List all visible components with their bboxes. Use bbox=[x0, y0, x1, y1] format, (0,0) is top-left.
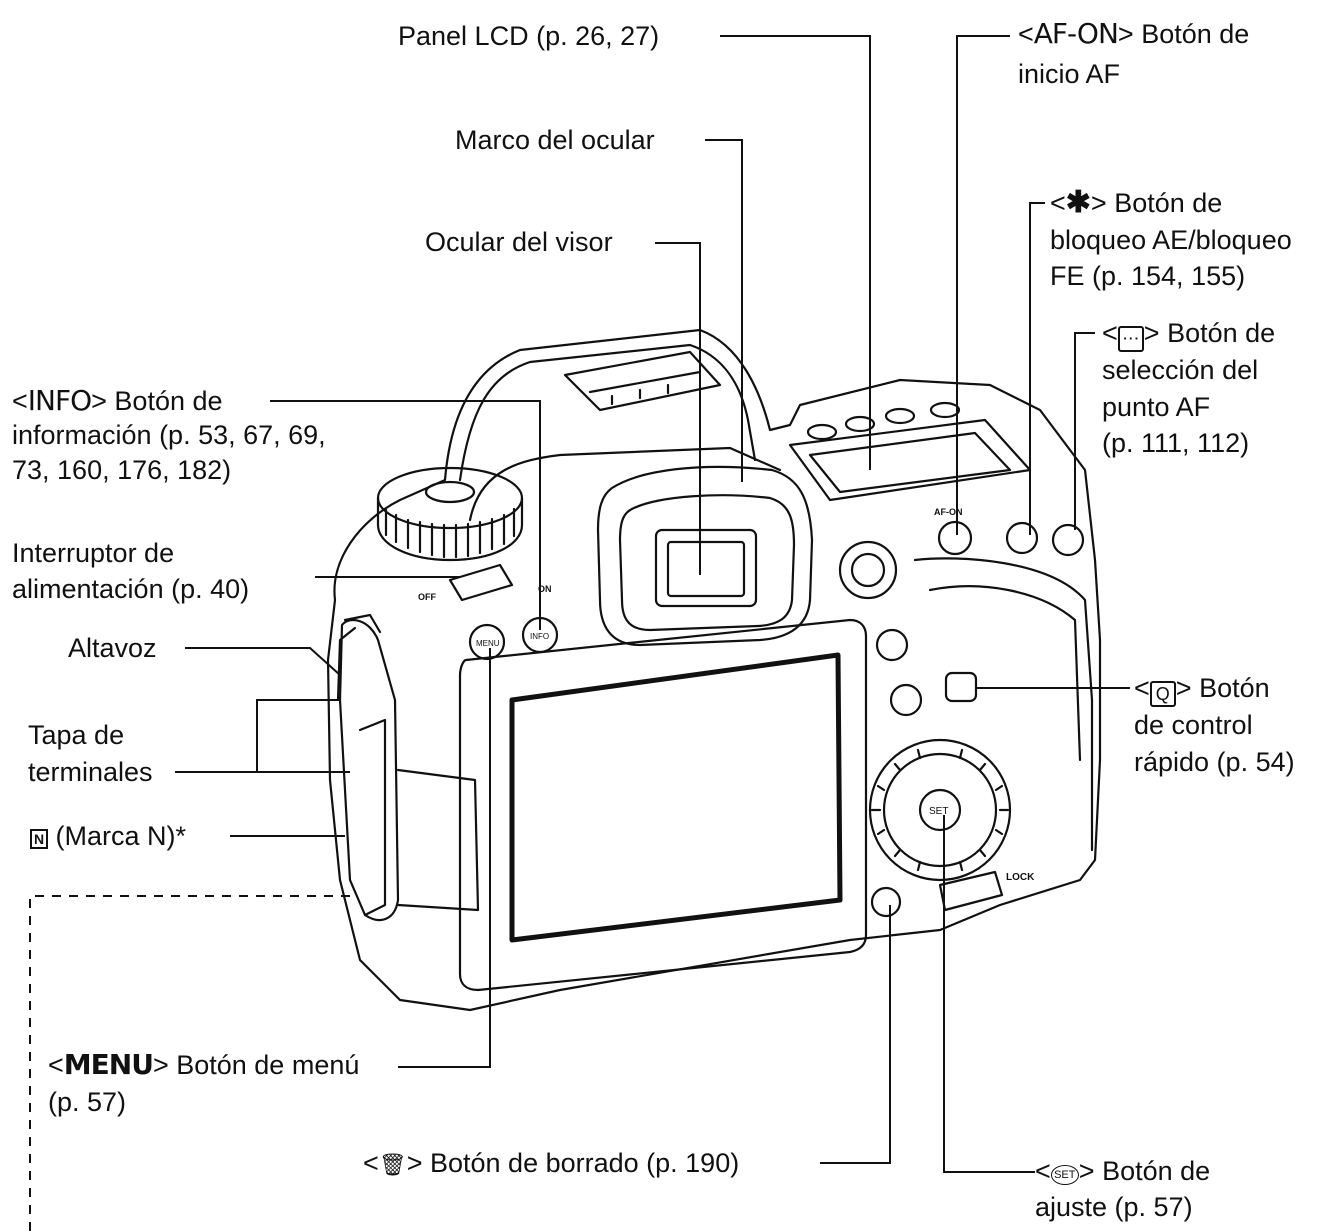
af-point-icon: ⋅⋅⋅ bbox=[1117, 326, 1144, 352]
camera-mark-menu: MENU bbox=[476, 639, 500, 648]
mode-dial-top bbox=[376, 466, 524, 530]
ae-lock-button bbox=[1005, 521, 1039, 555]
label-q: <Q> Botón bbox=[1134, 670, 1270, 707]
af-point-button bbox=[1051, 523, 1085, 557]
leader-set bbox=[943, 815, 1035, 1173]
n-mark-icon: N bbox=[30, 829, 48, 849]
label-af-on-line2: inicio AF bbox=[1018, 59, 1121, 89]
lock-switch bbox=[938, 870, 1004, 912]
info-symbol: INFO bbox=[27, 384, 92, 417]
af-on-symbol: AF-ON bbox=[1033, 17, 1119, 50]
label-ae-lock-line3: FE (p. 154, 155) bbox=[1050, 261, 1246, 291]
label-af-point-line4: (p. 111, 112) bbox=[1102, 428, 1250, 458]
set-button bbox=[918, 788, 962, 832]
label-info: <INFO> Botón de bbox=[12, 384, 223, 417]
leader-altavoz bbox=[185, 647, 341, 676]
leader-ae-lock bbox=[1029, 202, 1045, 535]
camera-mark-on: ON bbox=[538, 584, 552, 594]
label-af-point-line2: selección del bbox=[1102, 355, 1259, 385]
label-panel-lcd: Panel LCD (p. 26, 27) bbox=[398, 21, 660, 51]
multi-controller bbox=[838, 540, 898, 600]
label-ae-lock-line2: bloqueo AE/bloqueo bbox=[1050, 225, 1292, 255]
menu-button bbox=[468, 623, 506, 661]
label-af-on: <AF-ON> Botón de bbox=[1018, 17, 1250, 50]
label-erase: <🗑> Botón de borrado (p. 190) bbox=[363, 1148, 740, 1178]
leader-info bbox=[270, 400, 541, 630]
ae-lock-icon: ✱ bbox=[1065, 186, 1091, 219]
hot-shoe bbox=[563, 350, 722, 412]
label-ocular-visor: Ocular del visor bbox=[425, 227, 613, 257]
label-tapa: Tapa de bbox=[28, 720, 125, 750]
leader-af-point bbox=[1074, 332, 1095, 530]
camera-mark-set: SET bbox=[929, 806, 948, 817]
quick-control-dial bbox=[868, 738, 1012, 882]
af-on-button bbox=[937, 520, 973, 556]
magnify-button bbox=[875, 628, 909, 662]
leader-menu bbox=[398, 648, 491, 1068]
af-area-button bbox=[889, 683, 923, 717]
label-q-line2: de control bbox=[1134, 710, 1253, 740]
label-set: <SET> Botón de bbox=[1035, 1156, 1211, 1186]
label-power: Interruptor de bbox=[12, 538, 175, 568]
leader-dashed bbox=[29, 895, 350, 1232]
leader-ocular-visor bbox=[655, 242, 701, 575]
erase-button bbox=[870, 886, 902, 918]
label-altavoz: Altavoz bbox=[68, 633, 157, 663]
leader-erase bbox=[820, 905, 891, 1164]
viewfinder-window bbox=[654, 528, 758, 608]
camera-mark-off: OFF bbox=[418, 592, 436, 602]
menu-symbol: MENU bbox=[63, 1048, 154, 1081]
q-button bbox=[944, 671, 978, 703]
label-tapa-line2: terminales bbox=[28, 757, 153, 787]
leader-tapa bbox=[175, 699, 340, 773]
label-nmark: N (Marca N)* bbox=[30, 818, 186, 854]
label-power-line2: alimentación (p. 40) bbox=[12, 574, 250, 604]
leader-marco-ocular bbox=[705, 139, 743, 482]
terminal-cover bbox=[338, 618, 400, 922]
label-ae-lock: <✱> Botón de bbox=[1050, 186, 1223, 219]
mode-dial-side bbox=[376, 496, 524, 562]
label-af-point-line3: punto AF bbox=[1102, 392, 1211, 422]
top-lcd-panel bbox=[788, 418, 1032, 502]
leader-af-on bbox=[956, 35, 1010, 535]
erase-icon: 🗑 bbox=[378, 1152, 407, 1177]
label-info-line2: información (p. 53, 67, 69, bbox=[12, 420, 326, 450]
camera-mark-af-on: AF-ON bbox=[934, 507, 963, 517]
camera-body-outline bbox=[326, 328, 1102, 1012]
camera-mark-lock: LOCK bbox=[1006, 872, 1035, 883]
lcd-monitor-frame bbox=[458, 618, 868, 992]
lcd-screen bbox=[509, 652, 843, 943]
label-menu: <MENU> Botón de menú bbox=[48, 1048, 360, 1081]
label-info-line3: 73, 160, 176, 182) bbox=[12, 455, 232, 485]
eyecup bbox=[596, 465, 814, 647]
label-q-line3: rápido (p. 54) bbox=[1134, 747, 1295, 777]
label-menu-line2: (p. 57) bbox=[48, 1087, 127, 1117]
power-switch bbox=[448, 563, 514, 602]
set-icon: SET bbox=[1050, 1165, 1079, 1185]
label-set-line2: ajuste (p. 57) bbox=[1035, 1192, 1193, 1222]
q-icon: Q bbox=[1149, 681, 1176, 707]
label-af-point: <⋅⋅⋅> Botón de bbox=[1102, 315, 1275, 352]
camera-mark-info: INFO bbox=[530, 632, 549, 641]
leader-panel-lcd bbox=[720, 35, 871, 470]
label-marco-ocular: Marco del ocular bbox=[455, 125, 655, 155]
